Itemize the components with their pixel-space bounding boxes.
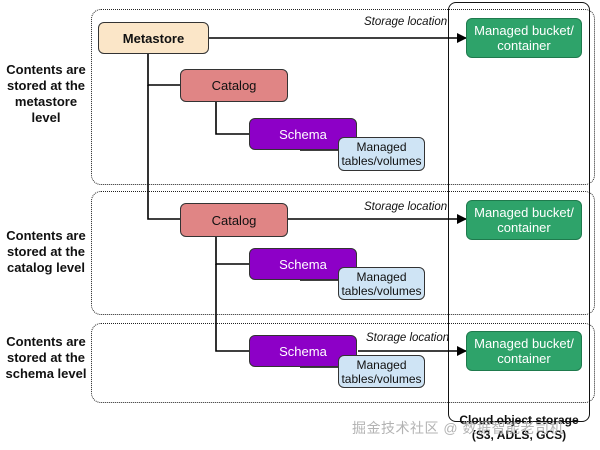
- metastore-to-catalog-1-line: [147, 54, 180, 86]
- storage-location-label-2: Storage location: [364, 201, 448, 213]
- catalog-level-label: Contents are stored at the catalog level: [6, 228, 86, 275]
- managed-tables-volumes-2[interactable]: Managed tables/volumes: [338, 267, 425, 300]
- storage-location-label-3: Storage location: [366, 332, 450, 344]
- managed-bucket-3[interactable]: Managed bucket/ container: [466, 331, 582, 371]
- catalog-node-2[interactable]: Catalog: [180, 203, 288, 237]
- cloud-storage-frame: [448, 2, 590, 422]
- cloud-storage-title: Cloud object storage: [459, 413, 579, 427]
- managed-tables-volumes-3[interactable]: Managed tables/volumes: [338, 355, 425, 388]
- managed-bucket-2[interactable]: Managed bucket/ container: [466, 200, 582, 240]
- catalog-2-to-schema-3-line: [215, 264, 249, 352]
- storage-location-label-1: Storage location: [364, 16, 448, 28]
- catalog-1-to-schema-1-line: [215, 102, 249, 135]
- schema-level-frame: [91, 323, 595, 403]
- cloud-storage-detail: (S3, ADLS, GCS): [471, 428, 567, 442]
- metastore-node[interactable]: Metastore: [98, 22, 209, 54]
- schema-level-label: Contents are stored at the schema level: [5, 334, 87, 381]
- metastore-level-frame: [91, 9, 595, 185]
- watermark-text: 掘金技术社区 @ 数据智能老司机: [352, 420, 564, 436]
- schema-node-1[interactable]: Schema: [249, 118, 357, 150]
- catalog-node-1[interactable]: Catalog: [180, 69, 288, 102]
- catalog-2-to-schema-2-line: [215, 237, 249, 265]
- metastore-to-catalog-2-line: [147, 85, 180, 220]
- managed-bucket-1[interactable]: Managed bucket/ container: [466, 18, 582, 58]
- metastore-level-label: Contents are stored at the metastore lev…: [6, 62, 86, 125]
- managed-tables-volumes-1[interactable]: Managed tables/volumes: [338, 137, 425, 171]
- catalog-level-frame: [91, 191, 595, 315]
